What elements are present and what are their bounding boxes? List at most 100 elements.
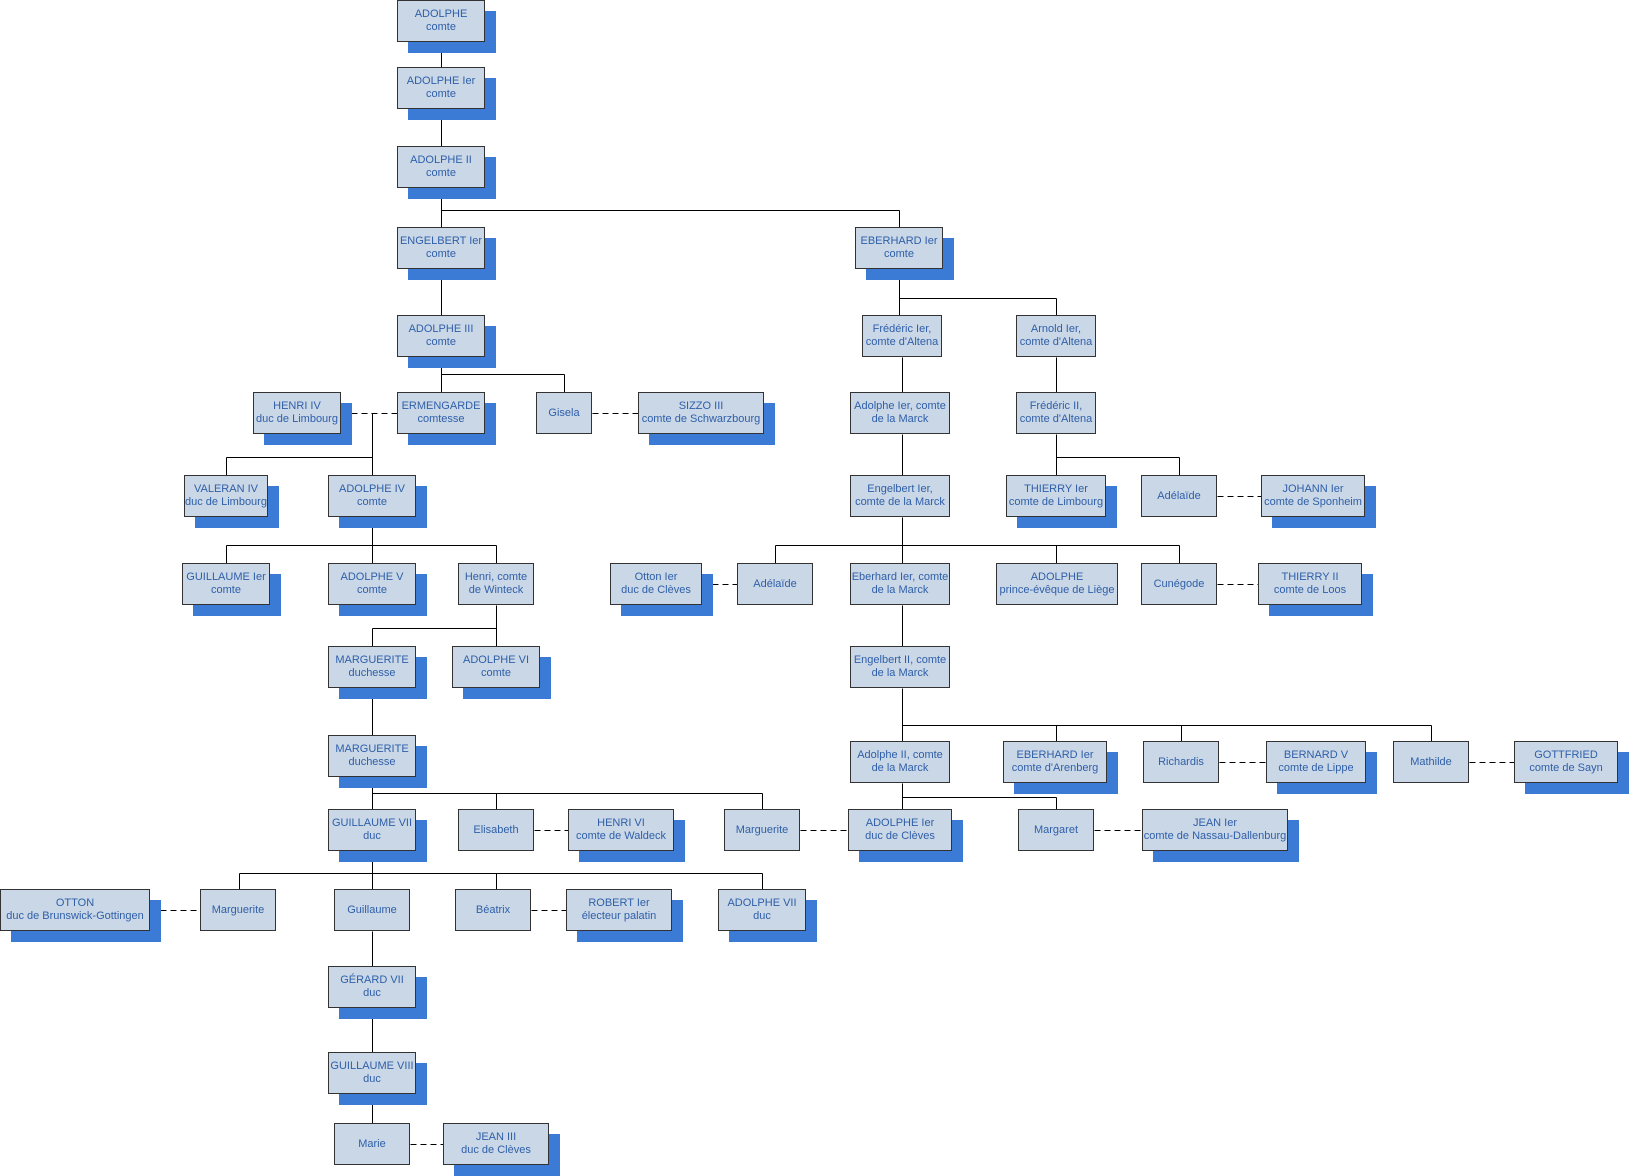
person-title: comte de Limbourg — [1008, 496, 1104, 508]
person-node-frederic-1: Frédéric Ier,comte d'Altena — [862, 315, 942, 357]
person-name: THIERRY II — [1281, 571, 1339, 583]
person-title: comte — [884, 248, 914, 260]
person-title: comte — [426, 336, 456, 348]
person-title: comte — [481, 667, 511, 679]
person-name: Engelbert Ier, — [867, 483, 933, 495]
person-name: JOHANN Ier — [1282, 483, 1344, 495]
person-name: HENRI IV — [273, 400, 321, 412]
person-name: HENRI VI — [597, 817, 645, 829]
person-name: EBERHARD Ier — [860, 235, 938, 247]
person-name: Eberhard Ier, comte — [851, 571, 949, 583]
node-box: Adélaïde — [737, 563, 813, 605]
person-title: comte — [426, 21, 456, 33]
person-title: électeur palatin — [581, 910, 657, 922]
person-title: duc de Limbourg — [185, 496, 267, 508]
person-title: comte de Waldeck — [575, 830, 667, 842]
person-name: Guillaume — [347, 903, 397, 916]
person-title: comte — [426, 248, 456, 260]
person-name: Gisela — [548, 406, 580, 419]
node-box: Engelbert Ier,comte de la Marck — [850, 475, 950, 517]
person-name: Henri, comte — [464, 571, 528, 583]
person-name: GUILLAUME VII — [331, 817, 413, 829]
person-name: MARGUERITE — [335, 743, 409, 755]
node-box: Arnold Ier,comte d'Altena — [1016, 315, 1096, 357]
node-box: Béatrix — [455, 889, 531, 931]
person-title: comte d'Altena — [1019, 336, 1093, 348]
person-name: ENGELBERT Ier — [399, 235, 483, 247]
person-node-richardis: Richardis — [1143, 741, 1219, 783]
person-node-adelaide-a: Adélaïde — [1141, 475, 1217, 517]
person-title: duc de Clèves — [865, 830, 935, 842]
person-title: de la Marck — [871, 762, 929, 774]
person-name: BERNARD V — [1283, 749, 1349, 761]
person-title: duc — [753, 910, 771, 922]
person-name: ADOLPHE VI — [462, 654, 530, 666]
person-name: Adélaïde — [753, 577, 797, 590]
person-title: de Winteck — [468, 584, 524, 596]
person-node-guillaume: Guillaume — [334, 889, 410, 931]
person-name: ADOLPHE — [414, 8, 468, 20]
person-title: comte d'Altena — [865, 336, 939, 348]
person-node-arnold-1: Arnold Ier,comte d'Altena — [1016, 315, 1096, 357]
person-name: Adolphe II, comte — [857, 749, 943, 761]
person-title: de la Marck — [871, 584, 929, 596]
person-name: Engelbert II, comte — [853, 654, 947, 666]
person-node-elisabeth: Elisabeth — [458, 809, 534, 851]
node-box: Cunégode — [1141, 563, 1217, 605]
person-name: Otton Ier — [634, 571, 678, 583]
person-name: JEAN Ier — [1192, 817, 1237, 829]
person-name: SIZZO III — [678, 400, 724, 412]
person-name: THIERRY Ier — [1024, 483, 1088, 495]
node-box: Marie — [334, 1123, 410, 1165]
person-title: duchesse — [348, 667, 396, 679]
person-title: comte de Loos — [1273, 584, 1347, 596]
person-name: ADOLPHE VII — [727, 897, 797, 909]
person-name: ADOLPHE V — [340, 571, 404, 583]
person-node-engelbert-1-marck: Engelbert Ier,comte de la Marck — [850, 475, 950, 517]
person-name: Cunégode — [1153, 577, 1205, 590]
person-name: GOTTFRIED — [1534, 749, 1598, 761]
node-box: Mathilde — [1393, 741, 1469, 783]
person-name: Frédéric II, — [1029, 400, 1083, 412]
person-title: comte — [211, 584, 241, 596]
person-title: comte d'Arenberg — [1011, 762, 1099, 774]
person-name: Margaret — [1033, 823, 1079, 836]
person-title: duc de Limbourg — [256, 413, 338, 425]
person-name: Adélaïde — [1157, 489, 1201, 502]
person-title: comte de Sayn — [1529, 762, 1603, 774]
node-box: Marguerite — [200, 889, 276, 931]
person-node-beatrix: Béatrix — [455, 889, 531, 931]
person-node-gisela: Gisela — [536, 392, 592, 434]
